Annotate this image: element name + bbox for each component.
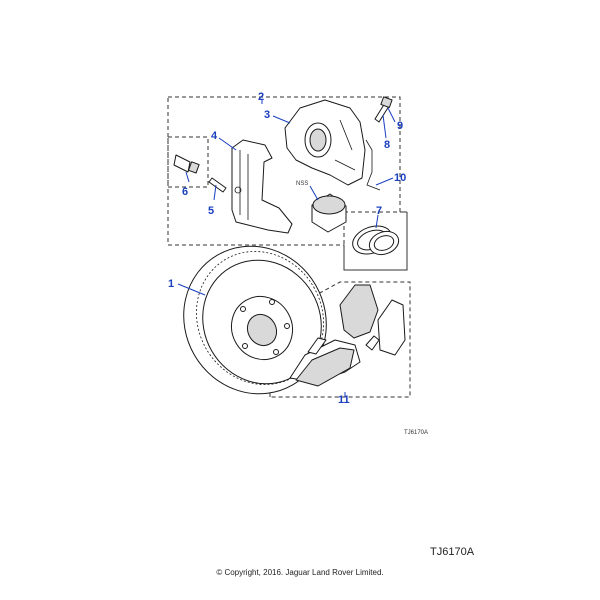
leader-1 <box>177 283 206 296</box>
callout-2: 2 <box>258 91 264 103</box>
callout-7: 7 <box>376 205 382 217</box>
leader-nss <box>309 185 319 201</box>
callout-8: 8 <box>384 139 390 151</box>
leader-5 <box>213 184 217 201</box>
bleed-nipple-box <box>167 136 209 188</box>
brake-pad-kit <box>289 284 406 387</box>
callout-11: 11 <box>338 394 350 406</box>
leader-9 <box>387 107 396 123</box>
callout-9: 9 <box>397 120 403 132</box>
leader-7 <box>375 214 379 229</box>
nss-label: NSS <box>296 181 308 187</box>
leader-10 <box>375 177 394 186</box>
caliper-bolt <box>374 96 393 123</box>
callout-1: 1 <box>168 278 174 290</box>
piston-seal-box <box>343 211 408 271</box>
leader-3 <box>272 115 291 124</box>
callout-3: 3 <box>264 109 270 121</box>
bleed-nipple <box>173 154 200 174</box>
anti-rattle-spring <box>365 139 381 191</box>
caliper-carrier <box>231 139 293 234</box>
small-ref-code: TJ6170A <box>404 430 428 436</box>
guide-pin <box>208 177 227 193</box>
callout-4: 4 <box>211 130 218 142</box>
callout-5: 5 <box>208 205 214 217</box>
caliper-group-box <box>167 96 408 271</box>
leader-6 <box>185 171 190 183</box>
copyright-notice: © Copyright, 2016. Jaguar Land Rover Lim… <box>216 568 384 577</box>
brake-disc <box>183 245 327 395</box>
caliper-housing <box>284 99 366 186</box>
callout-6: 6 <box>182 186 188 198</box>
callout-10: 10 <box>394 172 406 184</box>
leader-8 <box>382 114 387 139</box>
piston-seal-kit <box>352 225 400 256</box>
diagram-reference-code: TJ6170A <box>430 546 475 558</box>
leader-4 <box>218 137 237 151</box>
caliper-piston <box>311 193 347 233</box>
